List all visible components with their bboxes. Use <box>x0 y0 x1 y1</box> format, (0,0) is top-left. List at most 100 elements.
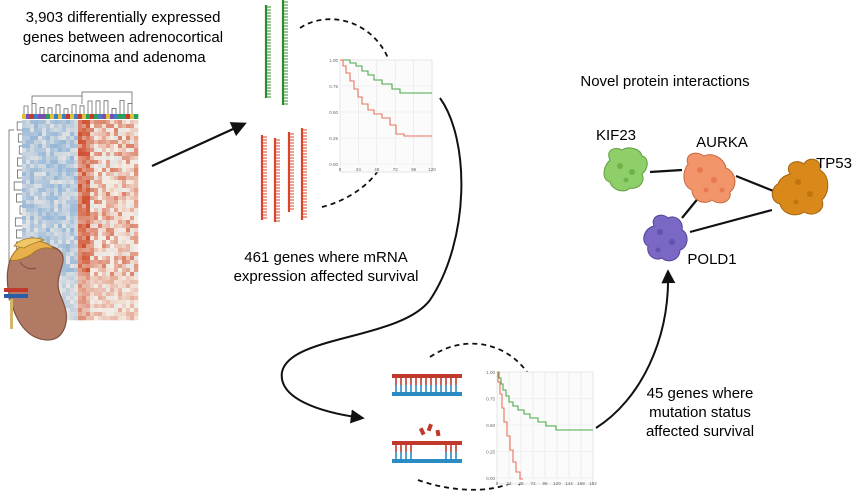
heatmap-cell <box>98 300 103 305</box>
heatmap-cell <box>118 132 123 137</box>
heatmap-cell <box>118 224 123 229</box>
heatmap-cell <box>98 204 103 209</box>
plot1-curve-low <box>340 59 432 137</box>
heatmap-cell <box>98 148 103 153</box>
heatmap-cell <box>98 208 103 213</box>
heatmap-cell <box>106 176 111 181</box>
heatmap-cell <box>134 144 139 149</box>
heatmap-cell <box>122 164 127 169</box>
heatmap-cell <box>82 200 87 205</box>
heatmap-cell <box>102 236 107 241</box>
heatmap-cell <box>82 160 87 165</box>
heatmap-cell <box>134 308 139 313</box>
heatmap-cell <box>46 144 51 149</box>
heatmap-cell <box>38 148 43 153</box>
heatmap-cell <box>34 128 39 133</box>
annotation-cell <box>66 114 71 119</box>
heatmap-cell <box>74 276 79 281</box>
heatmap-cell <box>42 208 47 213</box>
heatmap-cell <box>106 196 111 201</box>
heatmap-cell <box>126 224 131 229</box>
heatmap-cell <box>42 212 47 217</box>
heatmap-cell <box>90 288 95 293</box>
heatmap-cell <box>94 264 99 269</box>
heatmap-cell <box>122 224 127 229</box>
y-tick-label: 0.00 <box>486 476 495 481</box>
heatmap-cell <box>38 228 43 233</box>
heatmap-cell <box>94 248 99 253</box>
heatmap-cell <box>34 220 39 225</box>
heatmap-cell <box>98 160 103 165</box>
heatmap-cell <box>122 156 127 161</box>
heatmap-cell <box>90 252 95 257</box>
heatmap-cell <box>118 160 123 165</box>
heatmap-cell <box>74 152 79 157</box>
heatmap-cell <box>30 140 35 145</box>
heatmap-cell <box>26 204 31 209</box>
heatmap-cell <box>114 140 119 145</box>
heatmap-cell <box>102 268 107 273</box>
heatmap-cell <box>70 268 75 273</box>
heatmap-cell <box>122 228 127 233</box>
heatmap-cell <box>34 192 39 197</box>
heatmap-cell <box>78 244 83 249</box>
heatmap-cell <box>102 160 107 165</box>
heatmap-cell <box>26 216 31 221</box>
heatmap-cell <box>50 224 55 229</box>
heatmap-cell <box>106 300 111 305</box>
heatmap-cell <box>74 192 79 197</box>
heatmap-cell <box>90 268 95 273</box>
heatmap-cell <box>122 144 127 149</box>
heatmap-cell <box>78 172 83 177</box>
heatmap-cell <box>114 212 119 217</box>
heatmap-cell <box>94 256 99 261</box>
heatmap-cell <box>78 184 83 189</box>
heatmap-cell <box>102 220 107 225</box>
heatmap-cell <box>90 236 95 241</box>
heatmap-cell <box>42 160 47 165</box>
heatmap-cell <box>110 256 115 261</box>
heatmap-cell <box>42 124 47 129</box>
heatmap-cell <box>58 212 63 217</box>
heatmap-cell <box>66 252 71 257</box>
heatmap-cell <box>38 172 43 177</box>
heatmap-cell <box>122 280 127 285</box>
heatmap-cell <box>70 260 75 265</box>
heatmap-cell <box>102 272 107 277</box>
heatmap-cell <box>58 232 63 237</box>
heatmap-cell <box>30 168 35 173</box>
heatmap-cell <box>70 296 75 301</box>
heatmap-cell <box>38 188 43 193</box>
heatmap-cell <box>110 208 115 213</box>
heatmap-cell <box>62 260 67 265</box>
heatmap-cell <box>78 180 83 185</box>
heatmap-cell <box>106 284 111 289</box>
heatmap-cell <box>62 228 67 233</box>
heatmap-cell <box>126 168 131 173</box>
heatmap-cell <box>126 204 131 209</box>
heatmap-cell <box>134 264 139 269</box>
heatmap-cell <box>66 232 71 237</box>
heatmap-cell <box>78 200 83 205</box>
heatmap-cell <box>66 200 71 205</box>
heatmap-cell <box>118 316 123 321</box>
heatmap-cell <box>110 248 115 253</box>
heatmap-cell <box>130 120 135 125</box>
heatmap-cell <box>54 236 59 241</box>
step2-label-line1: 461 genes where mRNA <box>244 249 407 266</box>
heatmap-cell <box>114 316 119 321</box>
heatmap-cell <box>58 132 63 137</box>
heatmap-cell <box>86 140 91 145</box>
heatmap-cell <box>26 224 31 229</box>
annotation-cell <box>98 114 103 119</box>
heatmap-cell <box>94 224 99 229</box>
heatmap-cell <box>90 176 95 181</box>
heatmap-cell <box>38 224 43 229</box>
heatmap-cell <box>66 208 71 213</box>
heatmap-cell <box>118 124 123 129</box>
heatmap-cell <box>102 308 107 313</box>
heatmap-cell <box>82 280 87 285</box>
heatmap-cell <box>118 140 123 145</box>
heatmap-cell <box>90 128 95 133</box>
heatmap-cell <box>114 204 119 209</box>
